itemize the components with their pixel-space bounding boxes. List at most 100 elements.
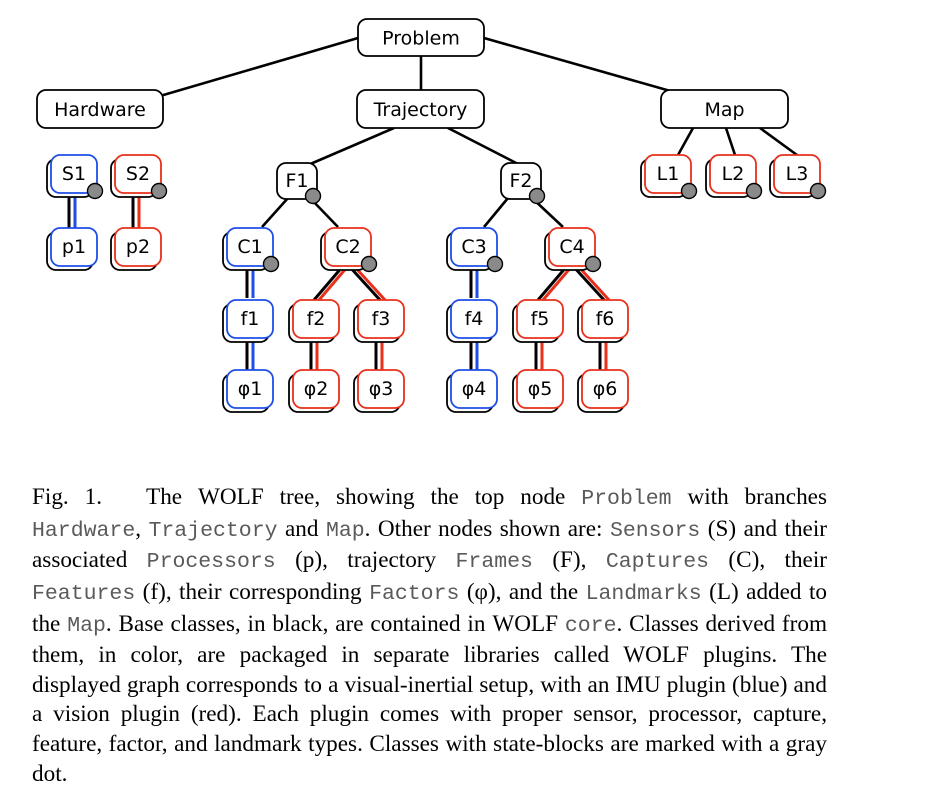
code-term: Features	[32, 581, 136, 606]
node-factor-phi1: φ1	[222, 369, 274, 413]
node-box	[226, 227, 274, 267]
figure-caption: Fig. 1.The WOLF tree, showing the top no…	[32, 484, 828, 787]
node-factor-phi5: φ5	[512, 369, 564, 413]
node-label: C3	[461, 236, 486, 258]
node-feature-f1: f1	[222, 299, 274, 343]
tree-edge	[159, 36, 359, 98]
node-box	[450, 299, 498, 339]
tree-edge	[676, 127, 695, 156]
node-box	[114, 154, 162, 194]
state-dot	[809, 182, 827, 200]
node-feature-f2: f2	[288, 299, 340, 343]
figure-label: Fig. 1.	[32, 484, 103, 511]
node-label: f1	[241, 308, 260, 330]
node-processor-p2: p2	[110, 227, 162, 271]
link-line	[576, 264, 611, 302]
node-label: C1	[237, 236, 262, 258]
state-dot	[304, 187, 322, 205]
tree-edge	[307, 126, 395, 167]
node-label: φ5	[528, 378, 553, 400]
node-label: F2	[509, 170, 532, 192]
code-term: Sensors	[609, 518, 701, 543]
state-dot	[528, 187, 546, 205]
node-label: L2	[722, 163, 745, 185]
state-dot	[360, 255, 378, 273]
node-landmark-l2: L2	[705, 154, 763, 200]
link-line	[571, 264, 606, 302]
code-term: Factors	[369, 581, 460, 606]
node-label: φ2	[304, 378, 329, 400]
node-box	[500, 162, 542, 200]
node-box	[548, 227, 596, 267]
node-box	[581, 299, 629, 339]
node-factor-phi3: φ3	[353, 369, 405, 413]
node-frame-f1: F1	[276, 162, 322, 205]
node-box	[276, 162, 318, 200]
code-term: Hardware	[32, 518, 136, 543]
node-label: S2	[126, 163, 150, 185]
tree-edge	[482, 197, 510, 228]
node-box	[644, 154, 692, 194]
node-label: p2	[126, 236, 150, 258]
tree-edge	[261, 197, 289, 228]
node-box	[660, 89, 789, 129]
node-landmark-l1: L1	[640, 154, 698, 200]
node-label: φ6	[593, 378, 618, 400]
state-dot	[262, 255, 280, 273]
node-processor-p1: p1	[46, 227, 98, 271]
code-term: Map	[325, 518, 365, 543]
node-capture-c4: C4	[544, 227, 602, 273]
state-dot	[584, 255, 602, 273]
node-label: L3	[786, 163, 809, 185]
code-term: Trajectory	[148, 518, 278, 543]
node-landmark-l3: L3	[769, 154, 827, 200]
node-label: f4	[465, 308, 484, 330]
state-dot	[680, 182, 698, 200]
node-map: Map	[660, 89, 789, 129]
wolf-name: WOLF	[623, 642, 689, 669]
tree-edges	[67, 36, 798, 370]
node-factor-phi4: φ4	[446, 369, 498, 413]
node-box	[516, 299, 564, 339]
node-label: p1	[62, 236, 86, 258]
node-box	[114, 227, 162, 267]
node-label: φ4	[462, 378, 487, 400]
node-box	[357, 369, 405, 409]
node-box	[50, 227, 98, 267]
code-term: core	[564, 613, 617, 638]
node-label: C2	[335, 236, 360, 258]
link-line	[352, 264, 387, 302]
node-box	[516, 369, 564, 409]
node-label: F1	[285, 170, 308, 192]
node-box	[450, 227, 498, 267]
link-line	[541, 265, 574, 301]
state-dot	[486, 255, 504, 273]
code-term: Processors	[146, 550, 276, 575]
node-box	[292, 299, 340, 339]
wolf-name: WOLF	[492, 610, 559, 637]
state-dot	[86, 182, 104, 200]
code-term: Captures	[605, 550, 710, 575]
node-hardware: Hardware	[36, 89, 164, 129]
node-label: S1	[62, 163, 86, 185]
tree-edge	[724, 127, 737, 156]
node-label: f6	[596, 308, 615, 330]
code-term: Map	[67, 613, 106, 638]
wolf-name: WOLF	[197, 484, 264, 511]
node-frame-f2: F2	[500, 162, 546, 205]
node-label: f5	[531, 308, 550, 330]
node-trajectory: Trajectory	[356, 89, 485, 129]
state-dot	[150, 182, 168, 200]
node-label: C4	[559, 236, 584, 258]
node-box	[709, 154, 757, 194]
code-term: Frames	[455, 550, 533, 575]
tree-edge	[447, 126, 521, 167]
node-box	[357, 18, 485, 57]
node-box	[450, 369, 498, 409]
node-factor-phi6: φ6	[577, 369, 629, 413]
node-capture-c1: C1	[222, 227, 280, 273]
node-feature-f6: f6	[577, 299, 629, 343]
node-box	[226, 299, 274, 339]
